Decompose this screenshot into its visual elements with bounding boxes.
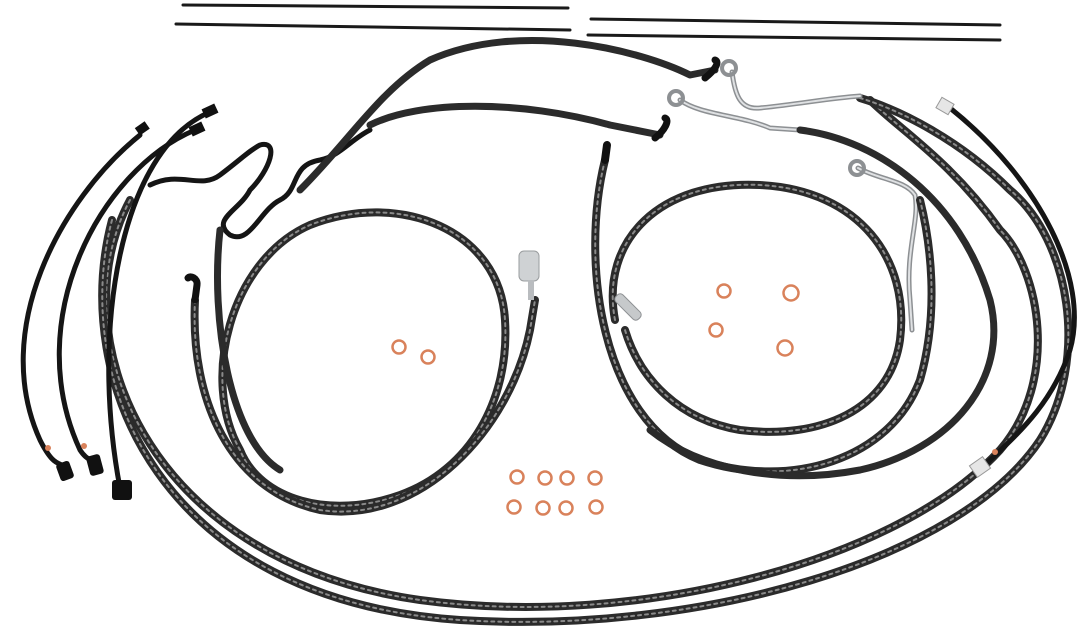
right-wiring-harness <box>947 105 1077 473</box>
connector-plug <box>56 460 74 482</box>
connector-plug <box>968 455 992 479</box>
fitting-sleeve <box>614 293 642 321</box>
center-left-coil <box>184 208 539 516</box>
center-right-coil <box>591 126 998 480</box>
harness-connectors-left <box>45 103 219 500</box>
cable-tie-group <box>174 3 1002 42</box>
connector-plug <box>112 480 132 500</box>
coil-line-5-braid <box>611 183 903 433</box>
fitting-nut <box>528 280 534 300</box>
banjo-fitting <box>651 114 671 142</box>
brake-line-outer-2-braid <box>101 97 1070 623</box>
brake-line-top-arc <box>296 37 719 194</box>
connector-plug <box>201 103 219 119</box>
crush-washer <box>782 284 800 302</box>
crush-washer <box>587 470 603 486</box>
brake-line-outer-1-braid <box>105 99 1039 608</box>
harness-wire-3 <box>106 109 213 491</box>
coil-line-4-braid <box>594 159 933 473</box>
banjo-eye <box>720 59 738 77</box>
wire-tip <box>992 449 998 455</box>
banjo-fitting <box>184 273 201 304</box>
banjo-fitting <box>701 56 721 82</box>
connector-plug <box>134 121 150 136</box>
cable-tie <box>589 17 1002 27</box>
harness-connectors-right <box>935 96 998 479</box>
harness-wire-4 <box>947 105 1077 473</box>
coil-line-1-braid <box>221 211 507 507</box>
coil-line-3 <box>214 226 284 474</box>
banjo-eye <box>667 89 685 107</box>
upper-hard-line <box>147 37 721 240</box>
connector-plug <box>188 121 206 137</box>
wire-tip <box>45 445 51 451</box>
crush-washer <box>776 339 794 357</box>
crush-washer <box>391 339 407 355</box>
connector-plug <box>935 96 955 116</box>
chrome-hard-line <box>667 59 919 333</box>
chrome-line-highlight <box>731 71 861 110</box>
crush-washer <box>708 322 724 338</box>
crush-washer <box>537 470 553 486</box>
wire-tip <box>81 443 87 449</box>
crush-washer <box>559 470 575 486</box>
coil-line-6 <box>646 126 998 480</box>
crush-washer <box>509 469 525 485</box>
banjo-eye <box>848 159 866 177</box>
crush-washer <box>535 500 551 516</box>
chrome-line-highlight <box>857 167 917 331</box>
connector-plug <box>86 454 104 476</box>
chrome-end-fitting <box>518 250 540 300</box>
hard-line-black <box>147 127 373 240</box>
cable-tie <box>174 22 572 32</box>
fitting-sleeve <box>518 250 540 282</box>
crush-washer <box>558 500 574 516</box>
crush-washer <box>716 283 732 299</box>
outer-brake-lines <box>98 94 1073 626</box>
banjo-fitting <box>601 141 611 164</box>
left-wiring-harness <box>20 109 213 491</box>
chrome-line <box>855 165 919 333</box>
harness-wire-1 <box>20 132 143 473</box>
crush-washer <box>506 499 522 515</box>
coil-line-4 <box>591 156 936 476</box>
crush-washer <box>420 349 436 365</box>
brake-line-top-arc-2 <box>366 102 664 139</box>
cable-tie <box>586 33 1002 42</box>
chrome-line-highlight <box>679 99 801 131</box>
coil-line-2 <box>190 296 539 516</box>
cable-tie <box>181 3 570 10</box>
coil-line-2-braid <box>193 299 536 513</box>
inline-fitting <box>614 293 642 321</box>
copper-washers <box>391 283 800 516</box>
crush-washer <box>588 499 604 515</box>
